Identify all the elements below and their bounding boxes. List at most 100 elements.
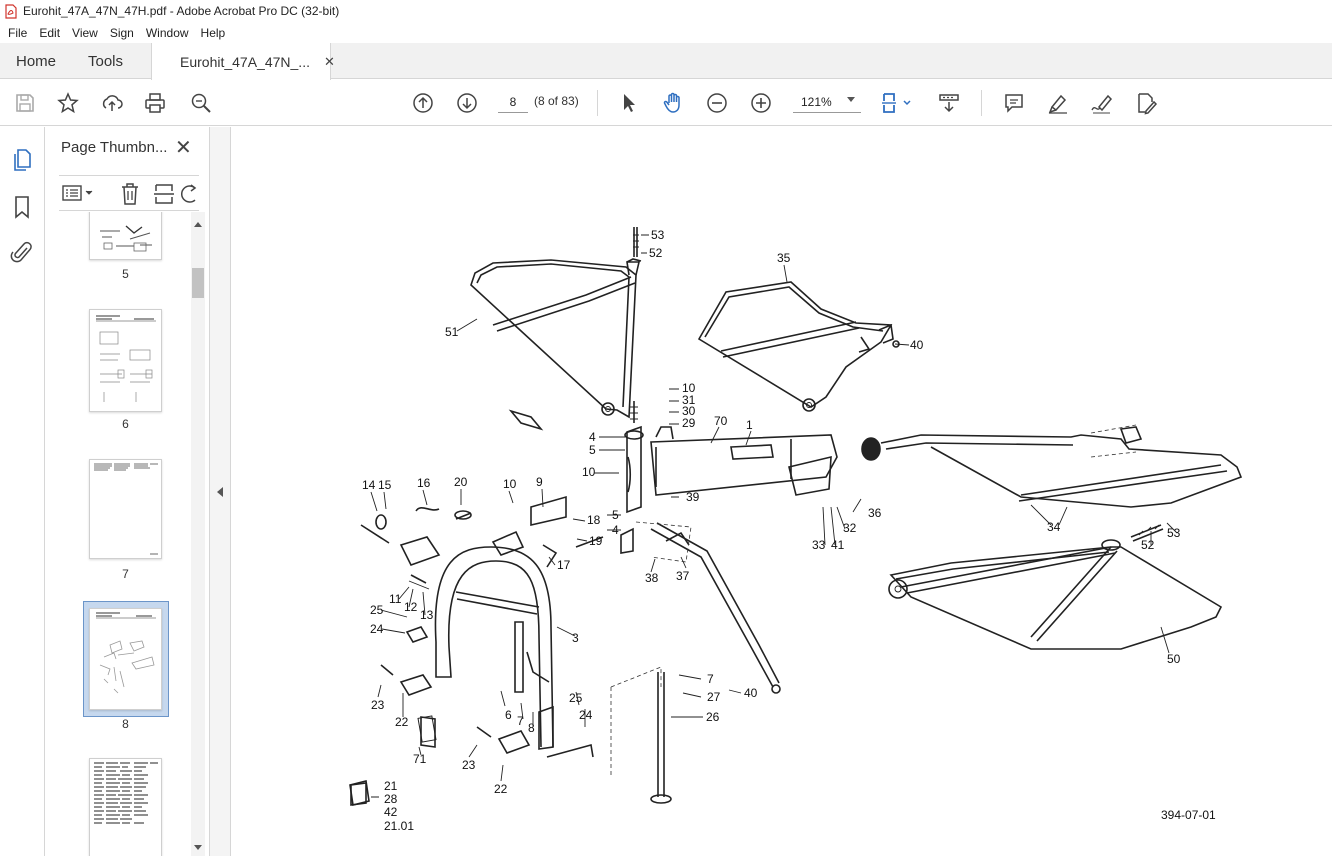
rotate-page-icon[interactable] [180, 182, 199, 211]
part-label: 25 [569, 691, 583, 705]
frame-3 [434, 546, 554, 750]
thumbnail-label: 6 [122, 417, 129, 431]
part-label: 21 [384, 779, 398, 793]
tab-home[interactable]: Home [16, 52, 57, 70]
panel-collapse-strip[interactable] [210, 127, 231, 856]
part-label: 26 [706, 710, 720, 724]
part-label: 34 [1047, 520, 1061, 534]
part-label: 37 [676, 569, 690, 583]
part-label: 51 [445, 325, 459, 339]
part-label: 52 [1141, 538, 1155, 552]
menu-window[interactable]: Window [145, 25, 189, 40]
part-label: 21.01 [384, 819, 414, 833]
menu-view[interactable]: View [72, 25, 98, 40]
edit-icon[interactable] [1134, 91, 1158, 115]
page-thumbnail[interactable] [89, 212, 162, 260]
search-zoom-icon[interactable] [189, 91, 213, 115]
page-down-icon[interactable] [455, 91, 479, 115]
part-label: 23 [462, 758, 476, 772]
part-label: 41 [831, 538, 845, 552]
part-label: 42 [384, 805, 398, 819]
scroll-down-icon[interactable] [194, 845, 202, 850]
thumbnail-label: 8 [122, 717, 129, 731]
window-title: Eurohit_47A_47N_47H.pdf - Adobe Acrobat … [23, 4, 340, 18]
page-number-input[interactable]: 8 [498, 91, 528, 113]
print-icon[interactable] [143, 91, 167, 115]
part-label: 32 [843, 521, 857, 535]
tab-document-label: Eurohit_47A_47N_... [180, 53, 310, 70]
part-label: 4 [589, 430, 596, 444]
insert-page-icon[interactable] [153, 182, 175, 211]
part-label: 5 [589, 443, 596, 457]
frame-35 [697, 281, 900, 412]
boom-1 [624, 401, 838, 514]
tab-tools[interactable]: Tools [88, 52, 124, 70]
frame-51 [470, 227, 642, 419]
part-label: 33 [812, 538, 826, 552]
tab-document[interactable]: Eurohit_47A_47N_... ✕ [151, 43, 335, 80]
thumbnail-label: 7 [122, 567, 129, 581]
part-label: 19 [589, 534, 603, 548]
page-count: (8 of 83) [534, 94, 579, 108]
hand-icon[interactable] [661, 91, 685, 115]
menu-sign[interactable]: Sign [109, 25, 134, 40]
navigation-rail [0, 127, 45, 856]
menu-edit[interactable]: Edit [39, 25, 61, 40]
thumbnail-options-icon[interactable] [61, 182, 95, 209]
bookmark-star-icon[interactable] [56, 91, 80, 115]
document-view[interactable]: 53 52 51 35 40 10 31 30 29 70 1 4 5 10 3… [231, 127, 1332, 856]
part-label: 1 [746, 418, 753, 432]
highlight-icon[interactable] [1046, 91, 1070, 115]
part-label: 31 [682, 393, 696, 407]
page-thumbnail[interactable] [89, 459, 162, 559]
part-label: 29 [682, 416, 696, 430]
frame-34 [861, 424, 1243, 508]
part-label: 13 [420, 608, 434, 622]
part-label: 52 [649, 246, 663, 260]
scroll-up-icon[interactable] [194, 222, 202, 227]
menu-file[interactable]: File [8, 25, 28, 40]
page-thumbnail[interactable] [89, 758, 162, 856]
close-tab-icon[interactable]: ✕ [323, 53, 335, 69]
part-label: 70 [714, 414, 728, 428]
part-label: 22 [494, 782, 508, 796]
page-thumbnail-selected[interactable] [89, 608, 162, 710]
page-thumbnails-icon[interactable] [11, 147, 35, 178]
part-label: 18 [587, 513, 601, 527]
bookmarks-icon[interactable] [12, 195, 32, 224]
menu-bar: File Edit View Sign Window Help [0, 22, 1332, 43]
part-label: 8 [528, 721, 535, 735]
select-arrow-icon[interactable] [617, 91, 641, 115]
part-label: 39 [686, 490, 700, 504]
page-up-icon[interactable] [411, 91, 435, 115]
exploded-parts-drawing: 53 52 51 35 40 10 31 30 29 70 1 4 5 10 3… [349, 227, 1243, 833]
part-label: 7 [517, 714, 524, 728]
attachments-icon[interactable] [10, 240, 34, 271]
tab-bar: Home Tools Eurohit_47A_47N_... ✕ [0, 43, 1332, 80]
menu-help[interactable]: Help [200, 25, 226, 40]
part-label: 6 [505, 708, 512, 722]
thumbnails-panel: Page Thumbn... ✕ 5 6 7 [45, 127, 210, 856]
part-label: 53 [651, 228, 665, 242]
scrollbar-thumb[interactable] [192, 268, 204, 298]
part-label: 10 [503, 477, 517, 491]
thumbnail-scrollbar[interactable] [191, 212, 205, 856]
zoom-in-icon[interactable] [749, 91, 773, 115]
part-label: 15 [378, 478, 392, 492]
sign-icon[interactable] [1090, 91, 1114, 115]
comment-icon[interactable] [1002, 91, 1026, 115]
scroll-mode-icon[interactable] [937, 91, 961, 115]
delete-page-icon[interactable] [119, 182, 141, 211]
save-icon[interactable] [13, 91, 37, 115]
close-panel-icon[interactable]: ✕ [175, 137, 192, 159]
zoom-select[interactable]: 121% [793, 91, 861, 113]
page-thumbnail[interactable] [89, 309, 162, 412]
stand-26 [610, 666, 672, 804]
chevron-down-icon [847, 97, 855, 102]
panel-title: Page Thumbn... [61, 139, 168, 156]
zoom-out-icon[interactable] [705, 91, 729, 115]
upload-icon[interactable] [100, 91, 124, 115]
thumbnail-list: 5 6 7 8 [45, 212, 193, 856]
part-label: 35 [777, 251, 791, 265]
page-fit-icon[interactable] [880, 91, 914, 115]
